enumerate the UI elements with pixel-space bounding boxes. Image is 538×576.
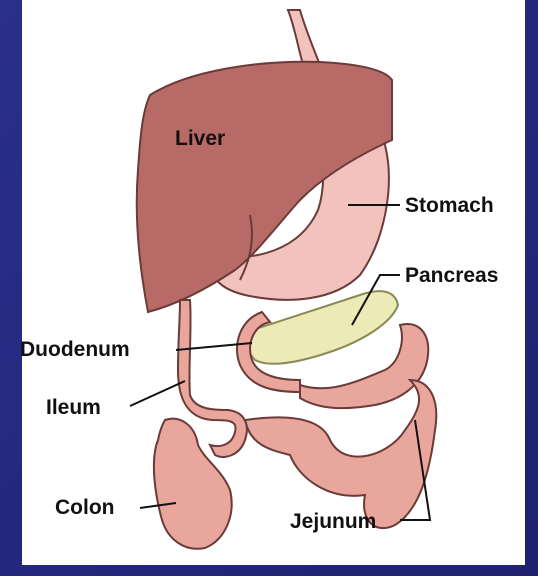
label-stomach: Stomach [405,194,494,217]
label-pancreas: Pancreas [405,264,498,287]
label-liver: Liver [175,127,225,150]
colon [154,419,232,549]
label-duodenum: Duodenum [20,338,130,361]
label-jejunum: Jejunum [290,510,376,533]
label-colon: Colon [55,496,114,519]
label-ileum: Ileum [46,396,101,419]
pancreas [247,291,398,364]
ileum-leader [130,381,185,406]
